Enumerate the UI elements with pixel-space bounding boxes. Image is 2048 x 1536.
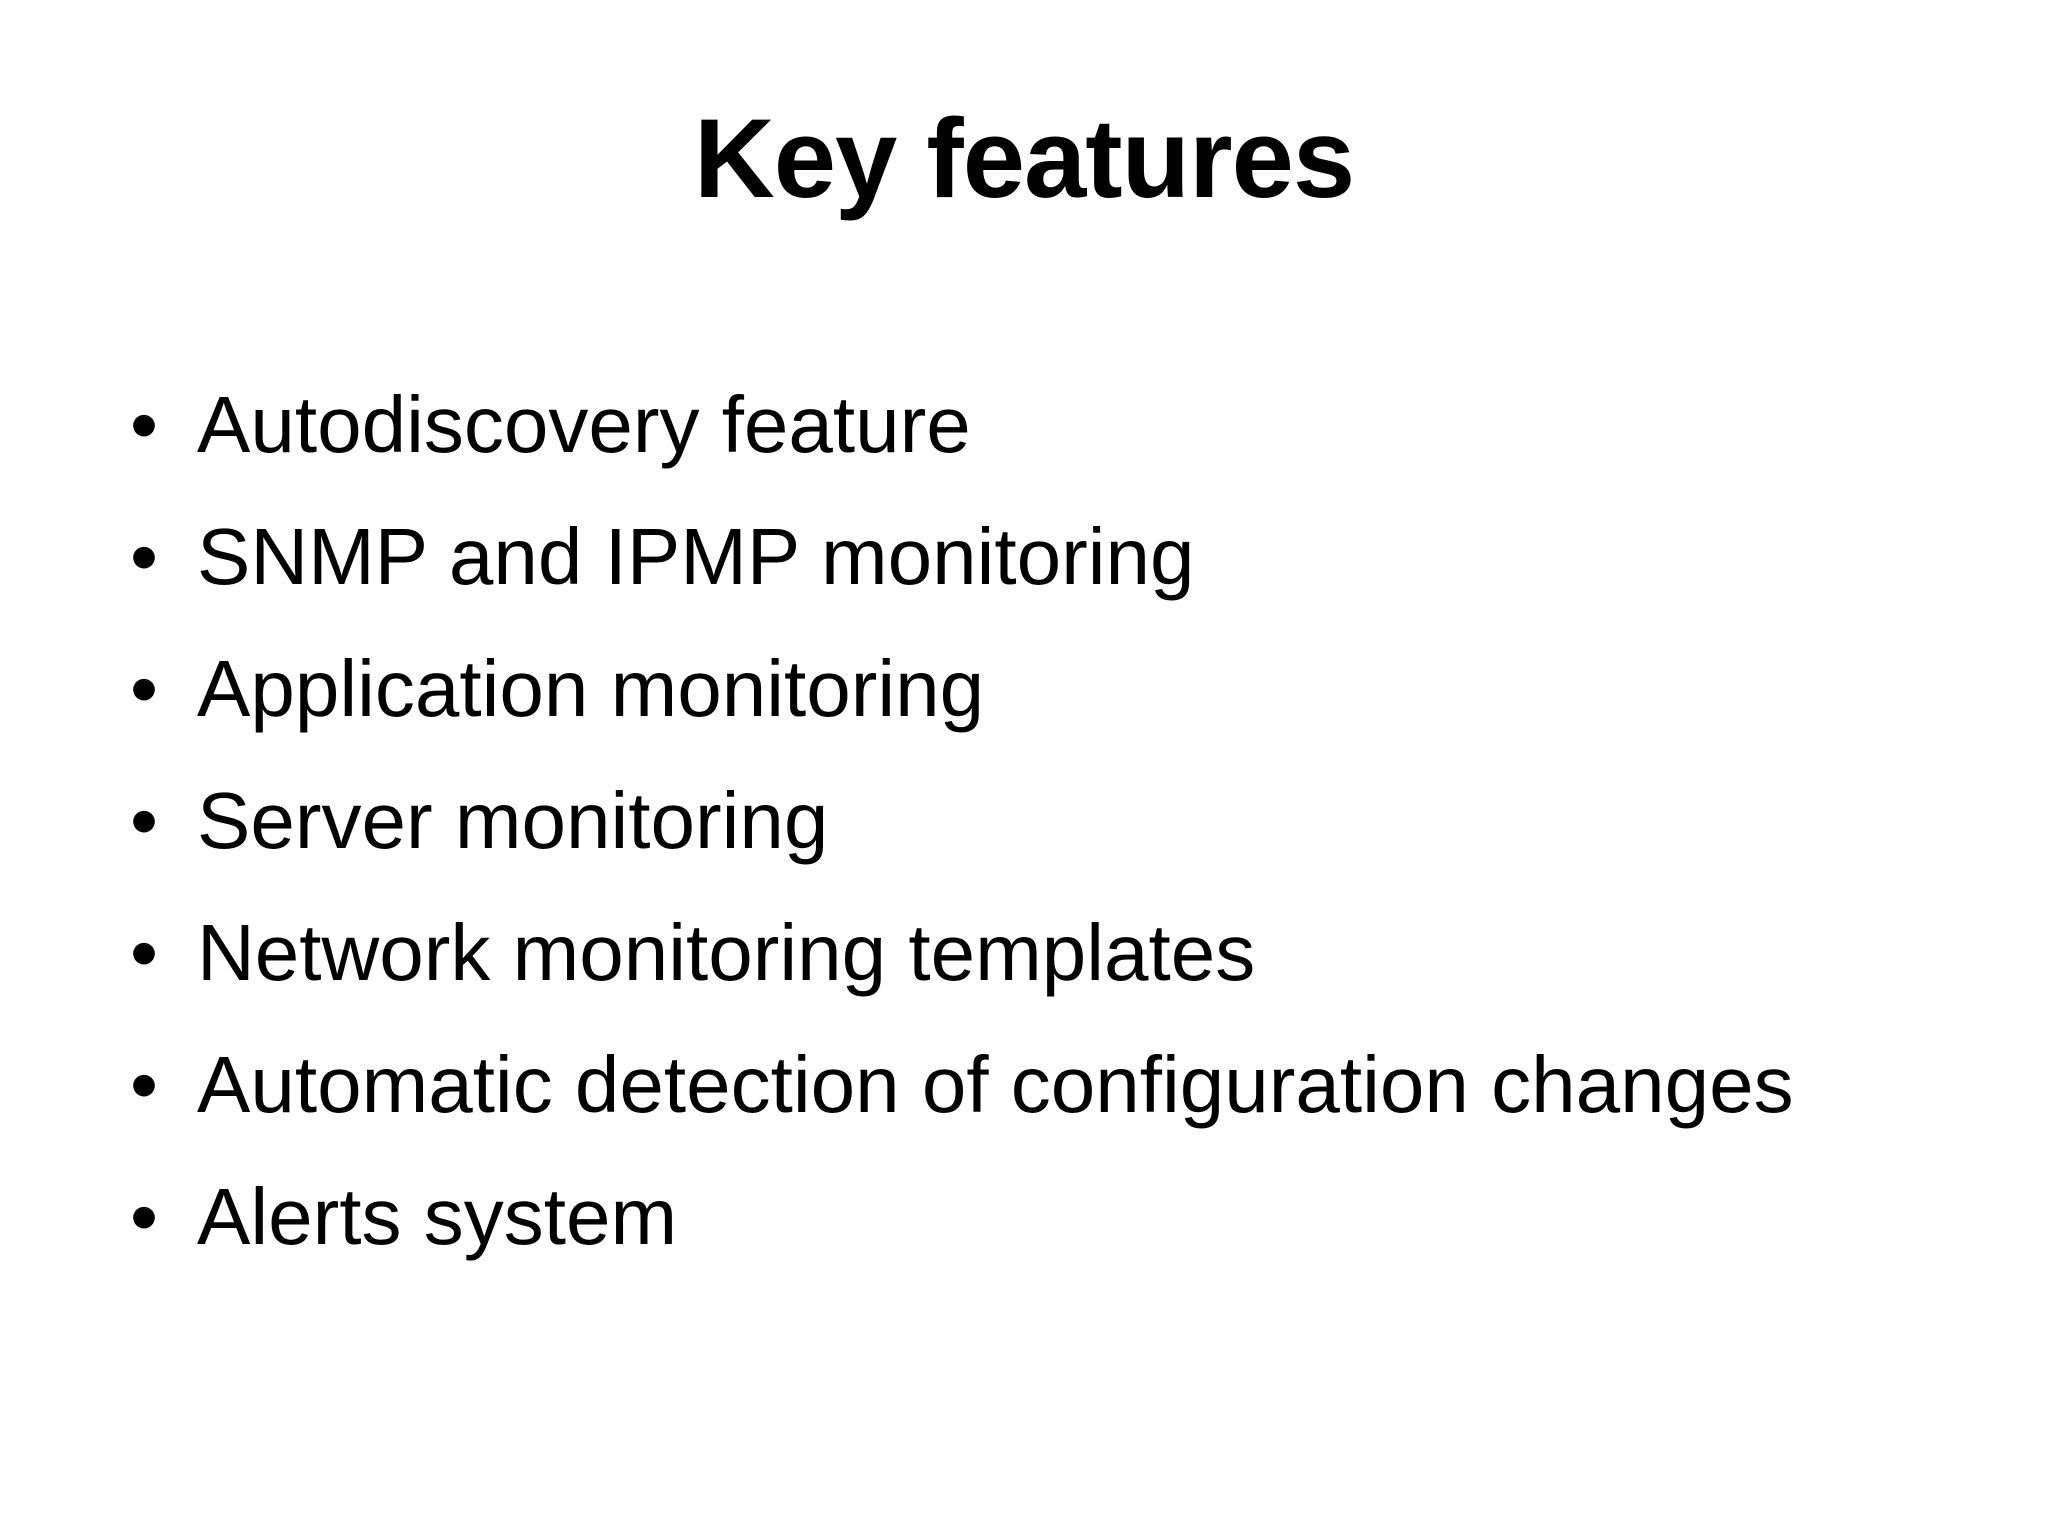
bullet-text: Autodiscovery feature <box>197 380 971 469</box>
bullet-icon: • <box>130 908 159 997</box>
list-item: • Application monitoring <box>130 639 1988 739</box>
list-item: • Server monitoring <box>130 771 1988 871</box>
bullet-icon: • <box>130 1040 159 1129</box>
bullet-icon: • <box>130 512 159 601</box>
bullet-icon: • <box>130 644 159 733</box>
bullet-text: Alerts system <box>197 1172 678 1261</box>
bullet-icon: • <box>130 776 159 865</box>
bullet-icon: • <box>130 380 159 469</box>
bullet-text: SNMP and IPMP monitoring <box>197 512 1195 601</box>
list-item: • SNMP and IPMP monitoring <box>130 507 1988 607</box>
bullet-list: • Autodiscovery feature • SNMP and IPMP … <box>130 375 1988 1299</box>
bullet-text: Network monitoring templates <box>197 908 1256 997</box>
bullet-text: Automatic detection of configuration cha… <box>197 1040 1794 1129</box>
bullet-icon: • <box>130 1172 159 1261</box>
list-item: • Network monitoring templates <box>130 903 1988 1003</box>
bullet-text: Application monitoring <box>197 644 985 733</box>
list-item: • Autodiscovery feature <box>130 375 1988 475</box>
list-item: • Alerts system <box>130 1167 1988 1267</box>
list-item: • Automatic detection of configuration c… <box>130 1035 1988 1135</box>
bullet-text: Server monitoring <box>197 776 829 865</box>
slide-title: Key features <box>693 96 1355 221</box>
